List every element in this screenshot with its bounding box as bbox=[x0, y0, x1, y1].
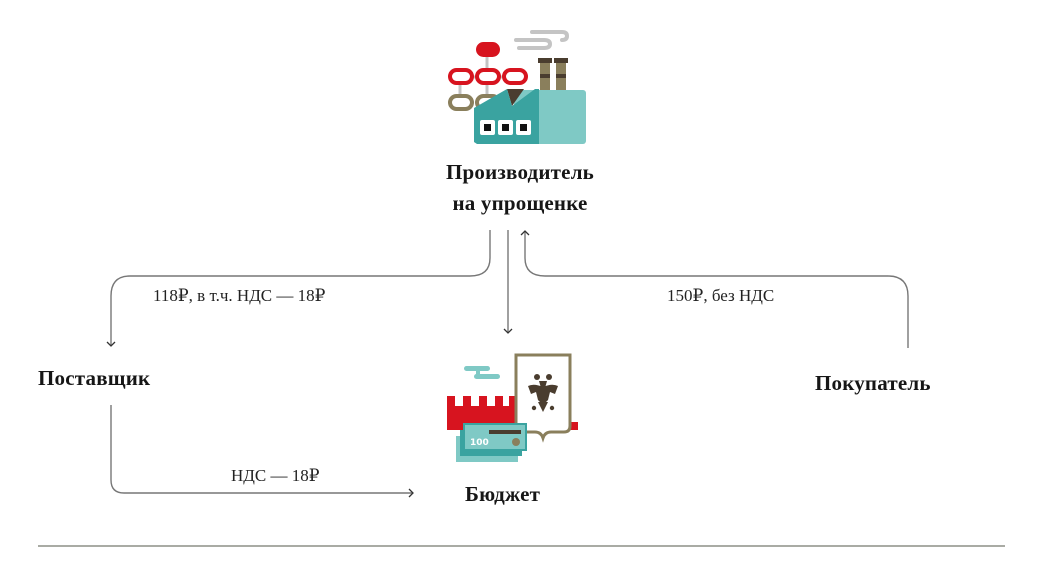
arrow-supplier-to-budget bbox=[110, 405, 414, 498]
cloud-icon bbox=[464, 366, 500, 379]
coat-of-arms-icon bbox=[514, 353, 572, 443]
banknotes-icon: 100 bbox=[456, 423, 527, 462]
node-supplier-label: Поставщик bbox=[38, 366, 151, 390]
node-budget-label: Бюджет bbox=[465, 482, 541, 506]
edge-label-buyer-to-producer: 150₽, без НДС bbox=[667, 286, 775, 305]
budget-icon: 100 bbox=[447, 353, 578, 462]
arrow-producer-to-supplier bbox=[106, 230, 491, 347]
edge-label-supplier-to-budget: НДС — 18₽ bbox=[231, 466, 320, 485]
footer-divider bbox=[38, 545, 1005, 547]
producer-label-line2: на упрощенке bbox=[452, 191, 588, 215]
node-buyer-label: Покупатель bbox=[815, 371, 931, 395]
banknote-value: 100 bbox=[470, 438, 489, 448]
node-producer-label: Производитель на упрощенке bbox=[400, 157, 640, 219]
org-node-top bbox=[476, 42, 500, 57]
edge-label-producer-to-supplier: 118₽, в т.ч. НДС — 18₽ bbox=[153, 286, 326, 305]
factory-icon bbox=[448, 30, 586, 144]
arrow-buyer-to-producer bbox=[520, 230, 909, 348]
producer-label-line1: Производитель bbox=[446, 160, 594, 184]
